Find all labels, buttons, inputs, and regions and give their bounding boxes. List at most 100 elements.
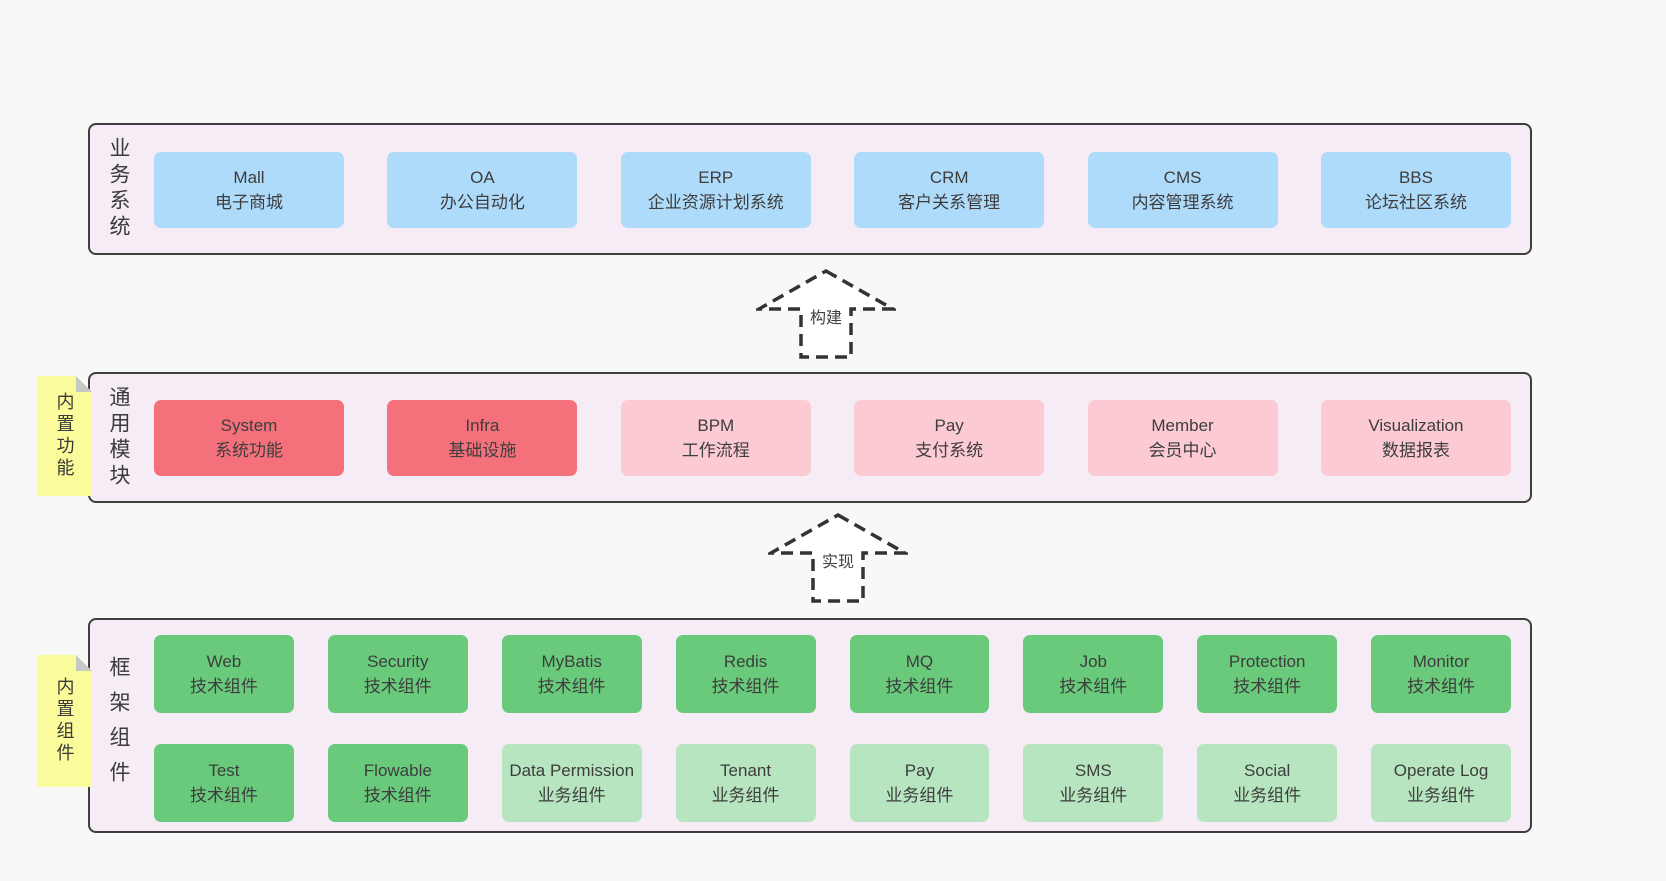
box-title: Infra — [465, 415, 500, 435]
box-data-permission: Data Permission 业务组件 — [501, 744, 642, 822]
box-title: ERP — [698, 167, 734, 187]
build-arrow: 构建 — [756, 268, 896, 360]
box-title: CMS — [1163, 167, 1202, 187]
box-social: Social 业务组件 — [1197, 744, 1338, 822]
box-title: Monitor — [1412, 651, 1470, 671]
box-title: BPM — [697, 415, 735, 435]
common-modules-row: System 系统功能 Infra 基础设施 BPM 工作流程 Pay 支付系统… — [154, 400, 1511, 476]
box-subtitle: 支付系统 — [915, 441, 984, 460]
box-mybatis: MyBatis 技术组件 — [501, 635, 642, 713]
box-job: Job 技术组件 — [1023, 635, 1164, 713]
box-title: Member — [1151, 415, 1214, 435]
box-title: Data Permission — [509, 760, 635, 780]
box-bbs: BBS 论坛社区系统 — [1320, 152, 1511, 228]
box-subtitle: 企业资源计划系统 — [647, 193, 784, 212]
box-subtitle: 技术组件 — [189, 786, 258, 805]
box-subtitle: 客户关系管理 — [898, 193, 1001, 212]
box-subtitle: 业务组件 — [1059, 786, 1128, 805]
box-mall: Mall 电子商城 — [154, 152, 344, 228]
business-systems-panel: 业务系统 Mall 电子商城 OA 办公自动化 ERP 企业资源计划系统 CRM… — [88, 123, 1532, 255]
framework-components-side-label: 框架组件 — [107, 655, 130, 796]
box-redis: Redis 技术组件 — [675, 635, 816, 713]
box-infra: Infra 基础设施 — [387, 400, 578, 476]
sticky-note-builtin-components: 内置组件 — [37, 655, 92, 787]
box-subtitle: 技术组件 — [363, 677, 432, 696]
box-title: Security — [367, 651, 429, 671]
box-test: Test 技术组件 — [154, 744, 294, 822]
box-title: Job — [1079, 651, 1108, 671]
box-subtitle: 系统功能 — [215, 441, 283, 460]
box-subtitle: 数据报表 — [1381, 441, 1450, 460]
box-title: Test — [208, 760, 240, 780]
box-title: Social — [1244, 760, 1291, 780]
box-title: SMS — [1074, 760, 1112, 780]
box-subtitle: 技术组件 — [537, 677, 606, 696]
box-protection: Protection 技术组件 — [1197, 635, 1338, 713]
box-web: Web 技术组件 — [154, 635, 294, 713]
box-title: Pay — [904, 760, 935, 780]
box-monitor: Monitor 技术组件 — [1371, 635, 1511, 713]
box-subtitle: 内容管理系统 — [1131, 193, 1234, 212]
box-flowable: Flowable 技术组件 — [327, 744, 468, 822]
box-subtitle: 技术组件 — [885, 677, 954, 696]
box-subtitle: 工作流程 — [681, 441, 750, 460]
box-subtitle: 技术组件 — [1233, 677, 1302, 696]
box-title: System — [220, 415, 278, 435]
box-mq: MQ 技术组件 — [849, 635, 990, 713]
common-modules-panel: 通用模块 System 系统功能 Infra 基础设施 BPM 工作流程 Pay… — [88, 372, 1532, 503]
box-subtitle: 业务组件 — [885, 786, 954, 805]
box-title: Web — [206, 651, 242, 671]
box-title: OA — [470, 167, 495, 187]
sticky-note-builtin-features: 内置功能 — [37, 376, 92, 496]
box-pay-component: Pay 业务组件 — [849, 744, 990, 822]
business-systems-row: Mall 电子商城 OA 办公自动化 ERP 企业资源计划系统 CRM 客户关系… — [154, 152, 1511, 228]
framework-components-panel: 框架组件 Web 技术组件 Security 技术组件 MyBatis 技术组件… — [88, 618, 1532, 833]
box-subtitle: 技术组件 — [711, 677, 780, 696]
box-subtitle: 电子商城 — [215, 193, 283, 212]
box-subtitle: 论坛社区系统 — [1364, 193, 1467, 212]
box-title: Pay — [934, 415, 964, 435]
box-oa: OA 办公自动化 — [387, 152, 578, 228]
box-member: Member 会员中心 — [1087, 400, 1278, 476]
box-subtitle: 业务组件 — [1407, 786, 1476, 805]
common-modules-side-label: 通用模块 — [107, 385, 130, 490]
box-title: Visualization — [1368, 415, 1464, 435]
box-title: Tenant — [720, 760, 772, 780]
box-pay-module: Pay 支付系统 — [854, 400, 1045, 476]
box-cms: CMS 内容管理系统 — [1087, 152, 1278, 228]
box-subtitle: 基础设施 — [448, 441, 517, 460]
box-title: Mall — [233, 167, 265, 187]
box-subtitle: 业务组件 — [537, 786, 606, 805]
box-crm: CRM 客户关系管理 — [854, 152, 1045, 228]
box-subtitle: 技术组件 — [189, 677, 258, 696]
framework-components-grid: Web 技术组件 Security 技术组件 MyBatis 技术组件 Redi… — [154, 635, 1511, 822]
sticky-note-text: 内置组件 — [54, 677, 75, 765]
box-title: Flowable — [363, 760, 432, 780]
box-erp: ERP 企业资源计划系统 — [620, 152, 811, 228]
box-system: System 系统功能 — [154, 400, 344, 476]
box-visualization: Visualization 数据报表 — [1320, 400, 1511, 476]
implement-arrow-label: 实现 — [819, 548, 857, 572]
implement-arrow: 实现 — [768, 512, 908, 604]
box-title: MyBatis — [541, 651, 602, 671]
box-title: Redis — [723, 651, 768, 671]
box-operate-log: Operate Log 业务组件 — [1371, 744, 1511, 822]
box-title: Protection — [1228, 651, 1306, 671]
box-subtitle: 会员中心 — [1148, 441, 1217, 460]
box-subtitle: 技术组件 — [1407, 677, 1476, 696]
box-bpm: BPM 工作流程 — [620, 400, 811, 476]
box-title: Operate Log — [1393, 760, 1489, 780]
box-subtitle: 业务组件 — [1233, 786, 1302, 805]
box-subtitle: 业务组件 — [711, 786, 780, 805]
sticky-note-text: 内置功能 — [54, 392, 75, 480]
box-title: CRM — [929, 167, 969, 187]
build-arrow-label: 构建 — [807, 304, 845, 328]
box-title: MQ — [905, 651, 934, 671]
box-title: BBS — [1398, 167, 1433, 187]
box-subtitle: 技术组件 — [363, 786, 432, 805]
box-subtitle: 办公自动化 — [439, 193, 525, 212]
box-tenant: Tenant 业务组件 — [675, 744, 816, 822]
business-systems-side-label: 业务系统 — [107, 137, 130, 241]
box-security: Security 技术组件 — [327, 635, 468, 713]
box-sms: SMS 业务组件 — [1023, 744, 1164, 822]
